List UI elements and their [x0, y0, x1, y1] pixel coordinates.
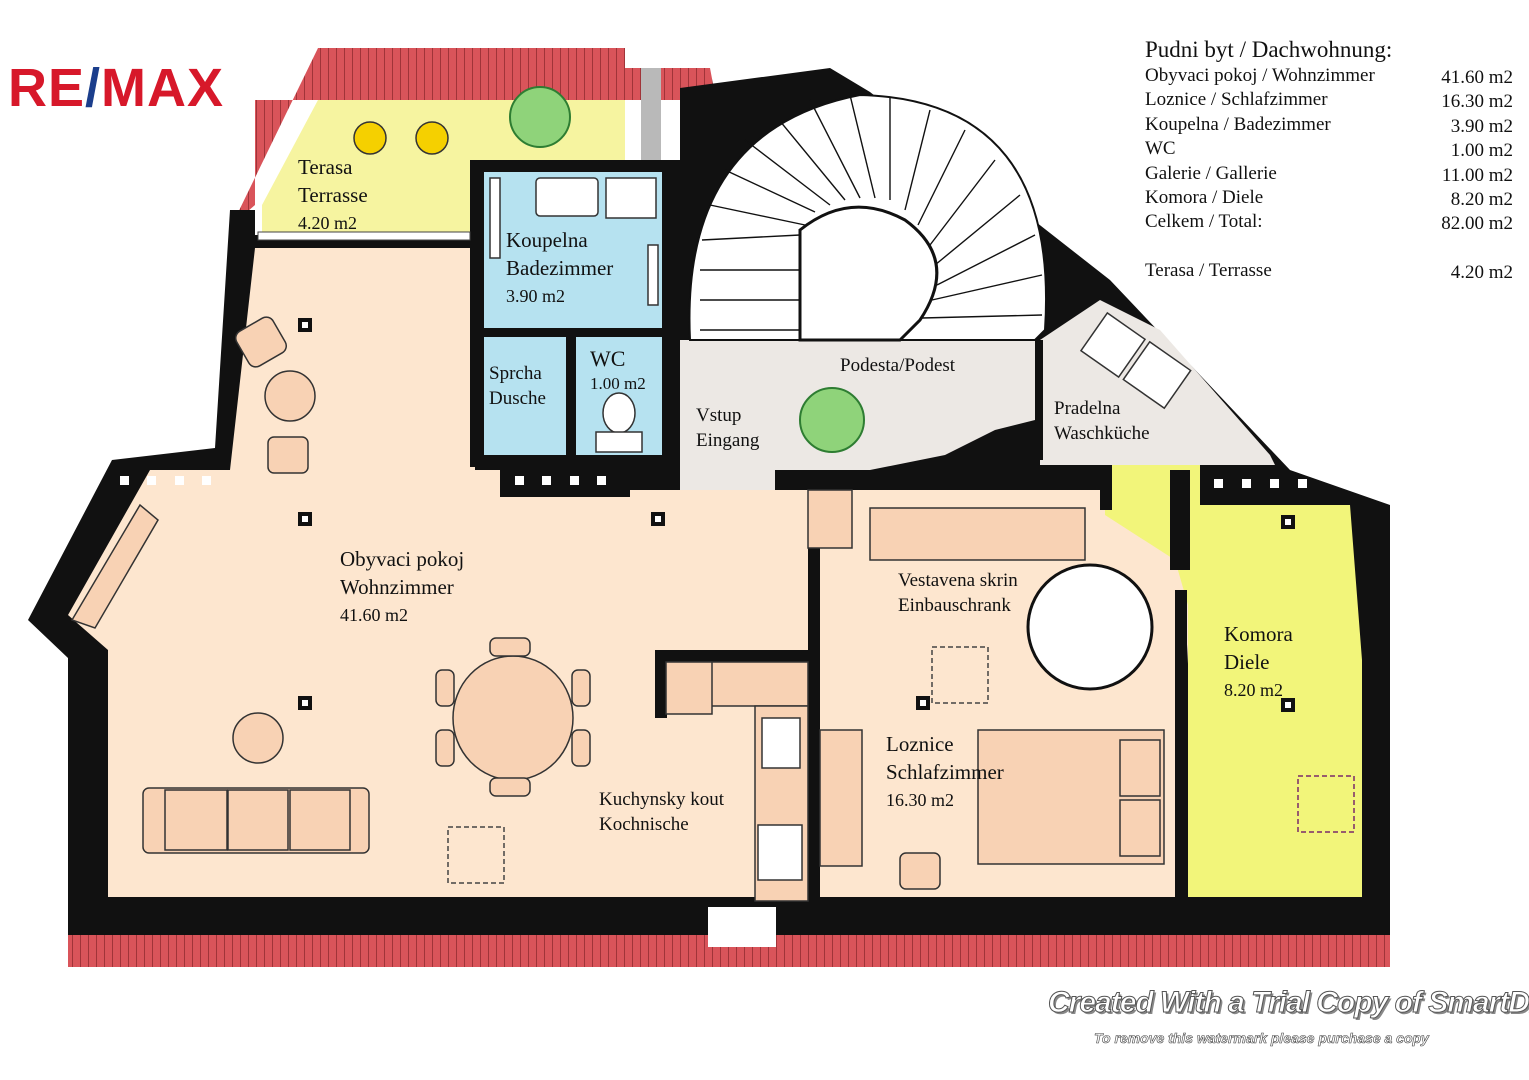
living-room-label: Obyvaci pokoj Wohnzimmer 41.60 m2: [340, 547, 465, 625]
terrace-label: Terasa Terrasse 4.20 m2: [298, 155, 368, 233]
entrance-label: Vstup Eingang: [696, 405, 760, 451]
storage-label: Komora Diele 8.20 m2: [1224, 622, 1293, 700]
summary-title: Pudni byt / Dachwohnung:: [1145, 37, 1393, 62]
watermark-title: Created With a Trial Copy of SmartDraw: [1048, 986, 1529, 1020]
wardrobe-label: Vestavena skrin Einbauschrank: [898, 570, 1018, 616]
shower-floor: [484, 337, 566, 455]
remax-logo: RE/MAX: [8, 58, 225, 118]
bathroom-label: Koupelna Badezimmer 3.90 m2: [506, 228, 614, 306]
roof-top-left: [232, 48, 716, 225]
kitchen-label: Kuchynsky kout Kochnische: [599, 789, 725, 835]
shower-label: Sprcha Dusche: [489, 363, 546, 409]
landing-label: Podesta/Podest: [840, 355, 956, 376]
watermark-subtitle: To remove this watermark please purchase…: [1094, 1030, 1429, 1047]
wc-label: WC 1.00 m2: [590, 346, 646, 393]
laundry-label: Pradelna Waschküche: [1054, 398, 1150, 444]
summary-row: Celkem / Total:82.00 m2: [1145, 211, 1513, 235]
bedroom-label: Loznice Schlafzimmer 16.30 m2: [886, 732, 1004, 810]
area-summary: Pudni byt / Dachwohnung: Obyvaci pokoj /…: [1145, 36, 1517, 283]
